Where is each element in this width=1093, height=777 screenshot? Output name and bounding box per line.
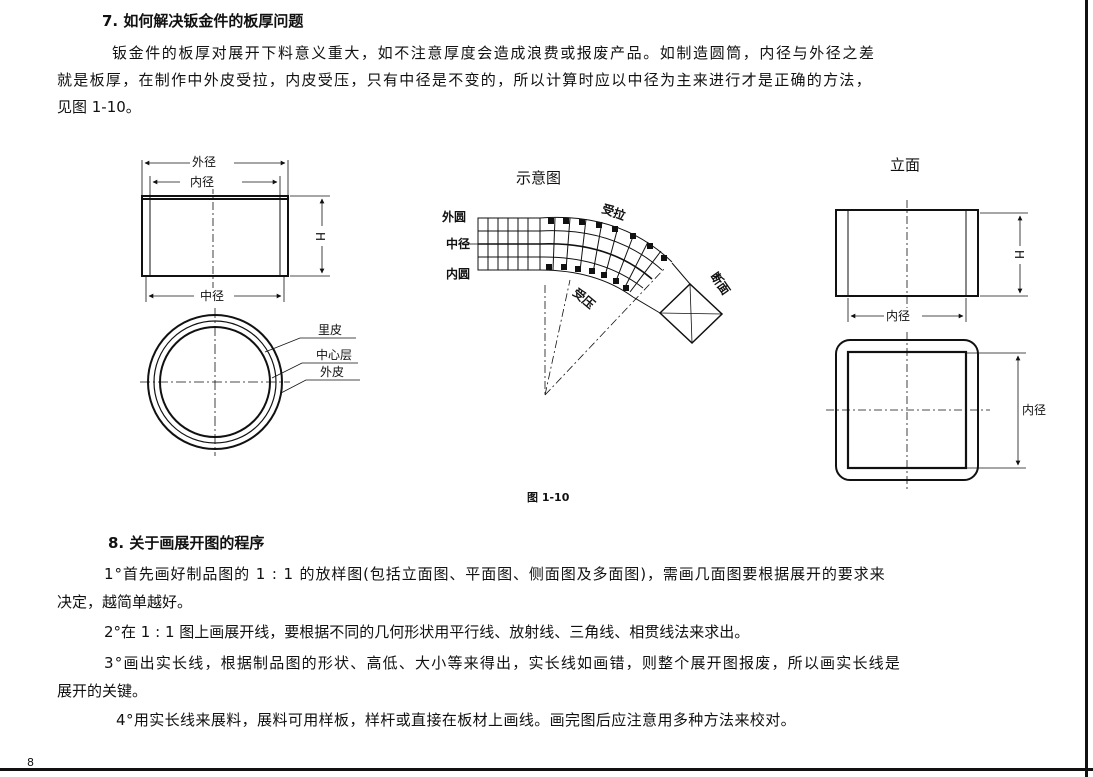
section-7-line-3: 见图 1-10。: [57, 98, 141, 116]
section-8-line-2: 决定，越简单越好。: [57, 593, 193, 611]
label-outer-circle: 外圆: [442, 209, 466, 224]
figure-caption: 图 1-10: [527, 491, 570, 504]
middle-title: 示意图: [516, 169, 561, 187]
label-section: 断面: [708, 269, 734, 297]
section-8-heading: 8. 关于画展开图的程序: [108, 534, 265, 552]
right-elevation: [835, 200, 1028, 322]
label-right-inner-dia-side: 内径: [1022, 403, 1046, 417]
label-inner-dia: 内径: [190, 175, 214, 189]
page-border-bottom: [0, 768, 1093, 771]
section-8-line-4: 3°画出实长线，根据制品图的形状、高低、大小等来得出，实长线如画错，则整个展开图…: [104, 654, 902, 672]
label-left-h: H: [313, 232, 327, 241]
right-title: 立面: [890, 156, 920, 174]
section-8-line-1: 1°首先画好制品图的 1 : 1 的放样图(包括立面图、平面图、侧面图及多面图)…: [104, 565, 886, 583]
section-7-heading: 7. 如何解决钣金件的板厚问题: [102, 12, 304, 30]
label-middle-mid-dia: 中径: [446, 236, 470, 251]
page-number: 8: [27, 756, 34, 769]
right-plan: [826, 332, 1026, 490]
label-right-inner-dia-top: 内径: [886, 309, 910, 323]
section-7-line-1: 钣金件的板厚对展开下料意义重大，如不注意厚度会造成浪费或报废产品。如制造圆筒，内…: [112, 44, 876, 62]
section-8-line-5: 展开的关键。: [57, 682, 148, 700]
section-8-line-6: 4°用实长线来展料，展料可用样板，样杆或直接在板材上画线。画完图后应注意用多种方…: [116, 711, 797, 729]
label-outer-dia: 外径: [192, 155, 216, 169]
middle-grid: [477, 216, 673, 298]
label-inner-circle: 内圆: [446, 266, 470, 281]
label-tension: 受拉: [600, 201, 628, 223]
middle-section-box: [462, 243, 724, 396]
left-rings: [140, 308, 360, 456]
label-inner-skin: 里皮: [318, 323, 342, 337]
left-cylinder-elevation: [141, 160, 330, 302]
label-right-h: H: [1012, 250, 1026, 259]
label-compression: 受压: [570, 285, 598, 312]
section-7-line-2: 就是板厚，在制作中外皮受拉，内皮受压，只有中径是不变的，所以计算时应以中径为主来…: [57, 71, 873, 89]
section-8-line-3: 2°在 1 : 1 图上画展开线，要根据不同的几何形状用平行线、放射线、三角线、…: [104, 623, 750, 641]
label-center-layer: 中心层: [316, 347, 352, 362]
page-border-right: [1085, 0, 1088, 777]
label-mid-dia: 中径: [200, 288, 224, 303]
middle-black-cells: [546, 218, 667, 291]
label-outer-skin: 外皮: [320, 365, 344, 379]
